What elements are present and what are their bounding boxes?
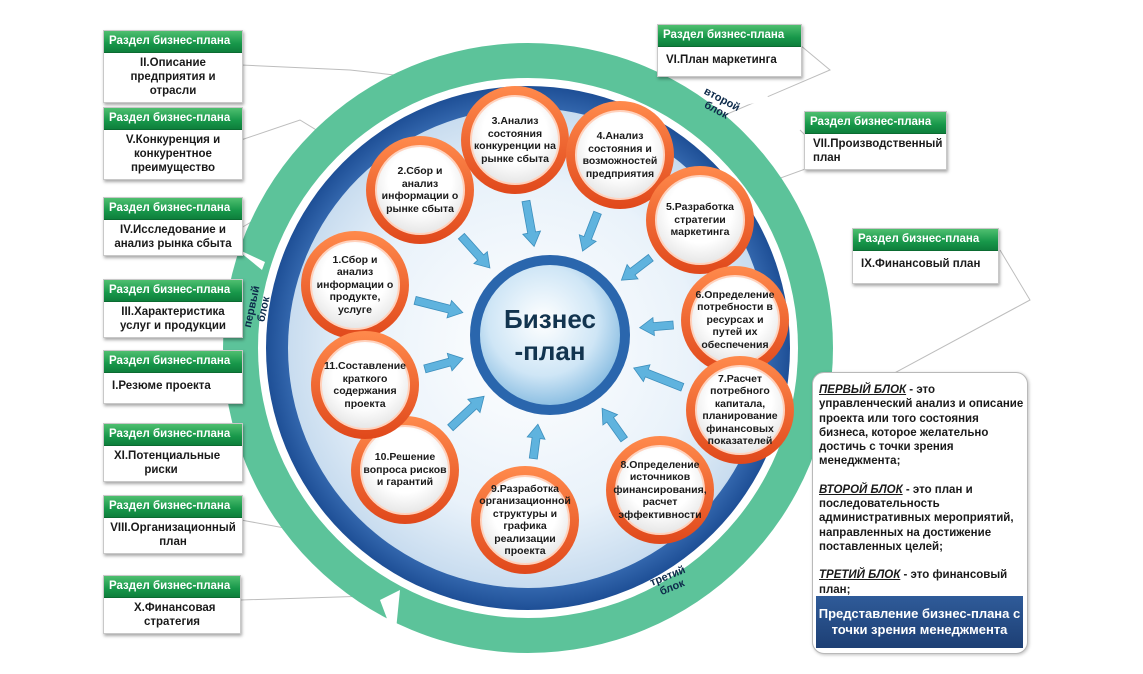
section-header: Раздел бизнес-плана: [104, 31, 242, 53]
section-card-I[interactable]: Раздел бизнес-плана I.Резюме проекта: [103, 350, 243, 404]
center-inner: [480, 265, 620, 405]
step-label-8: 8.Определение источников финансирования,…: [613, 458, 707, 521]
section-title: VIII.Организационный план: [110, 522, 236, 548]
step-label-10: 10.Решение вопроса рисков и гарантий: [363, 451, 447, 489]
step-node-face: [375, 145, 465, 235]
step-node-4: [566, 101, 674, 209]
section-header: Раздел бизнес-плана: [104, 424, 242, 446]
section-title: I.Резюме проекта: [112, 380, 211, 392]
section-title: IX.Финансовый план: [861, 258, 981, 270]
step-node-face: [480, 475, 570, 565]
step-label-6: 6.Определение потребности в ресурсах и п…: [695, 288, 775, 351]
step-node-face: [695, 365, 785, 455]
section-title: VII.Производственный план: [813, 138, 943, 164]
step-node-1: [301, 231, 409, 339]
step-node-face: [615, 445, 705, 535]
section-title: VI.План маркетинга: [666, 54, 777, 66]
arrow-4: [578, 210, 602, 252]
step-node-10: [351, 416, 459, 524]
arrow-10: [447, 395, 485, 432]
step-nodes: [301, 86, 794, 574]
info-second-key: ВТОРОЙ БЛОК: [819, 483, 903, 496]
arrow-7: [633, 364, 685, 392]
info-first-key: ПЕРВЫЙ БЛОК: [819, 384, 907, 396]
info-third-block: ТРЕТИЙ БЛОК - это финансовый план;: [819, 568, 1027, 597]
arrow-2: [457, 232, 491, 269]
step-label-5: 5.Разработка стратегии маркетинга: [666, 201, 734, 239]
section-header: Раздел бизнес-плана: [104, 351, 242, 373]
step-label-2: 2.Сбор и анализ информации о рынке сбыта: [381, 165, 459, 215]
info-banner: Представление бизнес-плана с точки зрени…: [816, 596, 1023, 648]
section-header: Раздел бизнес-плана: [104, 198, 242, 220]
arrow-1: [413, 296, 464, 319]
section-card-X[interactable]: Раздел бизнес-плана X.Финансовая стратег…: [103, 575, 241, 634]
section-card-IV[interactable]: Раздел бизнес-плана IV.Исследование и ан…: [103, 197, 243, 256]
step-node-face: [655, 175, 745, 265]
step-node-7: [686, 356, 794, 464]
step-node-face: [470, 95, 560, 185]
info-text: ПЕРВЫЙ БЛОК - это управленческий анализ …: [819, 383, 1027, 611]
section-card-VII[interactable]: Раздел бизнес-плана VII.Производственный…: [804, 111, 947, 170]
section-header: Раздел бизнес-плана: [104, 576, 240, 598]
step-node-face: [310, 240, 400, 330]
section-card-II[interactable]: Раздел бизнес-плана II.Описание предприя…: [103, 30, 243, 103]
arrow-11: [423, 352, 464, 374]
step-label-11: 11.Составление краткого содержания проек…: [323, 360, 407, 410]
section-card-XI[interactable]: Раздел бизнес-плана XI.Потенциальные рис…: [103, 423, 243, 482]
step-node-2: [366, 136, 474, 244]
section-title: II.Описание предприятия и отрасли: [130, 57, 216, 97]
section-header: Раздел бизнес-плана: [104, 108, 242, 130]
section-title: IV.Исследование и анализ рынка сбыта: [114, 224, 232, 250]
arrow-9: [526, 423, 546, 460]
step-node-8: [606, 436, 714, 544]
ring-gap-3: [380, 590, 400, 640]
step-node-face: [360, 425, 450, 515]
center-title-line2: -план: [514, 336, 586, 366]
step-label-3: 3.Анализ состояния конкуренции на рынке …: [474, 115, 556, 165]
section-card-VI[interactable]: Раздел бизнес-плана VI.План маркетинга: [657, 24, 802, 77]
section-header: Раздел бизнес-плана: [658, 25, 801, 47]
section-card-V[interactable]: Раздел бизнес-плана V.Конкуренция и конк…: [103, 107, 243, 180]
section-header: Раздел бизнес-плана: [853, 229, 998, 251]
step-node-face: [575, 110, 665, 200]
section-title: V.Конкуренция и конкурентное преимуществ…: [125, 134, 221, 174]
section-title: X.Финансовая стратегия: [134, 602, 216, 628]
info-second-text: - это план и последовательность админист…: [819, 483, 1014, 553]
info-first-text: - это управленческий анализ и описание п…: [819, 384, 1024, 468]
info-third-text: - это финансовый план;: [819, 569, 1008, 596]
ring-gap-2: [720, 85, 770, 110]
info-third-key: ТРЕТИЙ БЛОК: [819, 569, 901, 582]
section-card-VIII[interactable]: Раздел бизнес-плана VIII.Организационный…: [103, 495, 243, 554]
center-title-line1: Бизнес: [504, 304, 596, 334]
arrow-5: [620, 253, 654, 281]
step-label-1: 1.Сбор и анализ информации о продукте, у…: [316, 253, 394, 316]
step-node-9: [471, 466, 579, 574]
step-label-4: 4.Анализ состояния и возможностей предпр…: [582, 130, 658, 180]
section-header: Раздел бизнес-плана: [805, 112, 946, 134]
arrow-8: [601, 407, 628, 443]
step-label-7: 7.Расчет потребного капитала, планирован…: [702, 372, 778, 448]
section-title: XI.Потенциальные риски: [114, 450, 221, 476]
step-node-5: [646, 166, 754, 274]
arrow-6: [638, 316, 674, 337]
step-label-9: 9.Разработка организационной структуры и…: [479, 482, 571, 558]
section-card-IX[interactable]: Раздел бизнес-плана IX.Финансовый план: [852, 228, 999, 284]
info-first-block: ПЕРВЫЙ БЛОК - это управленческий анализ …: [819, 383, 1027, 469]
section-card-III[interactable]: Раздел бизнес-плана III.Характеристика у…: [103, 279, 243, 338]
center-title: Бизнес -план: [470, 295, 630, 375]
step-node-face: [320, 340, 410, 430]
step-node-11: [311, 331, 419, 439]
center-arrows: [413, 199, 685, 460]
arrow-3: [521, 199, 542, 248]
section-header: Раздел бизнес-плана: [104, 496, 242, 518]
info-panel: ПЕРВЫЙ БЛОК - это управленческий анализ …: [812, 372, 1028, 654]
step-node-3: [461, 86, 569, 194]
section-title: III.Характеристика услуг и продукции: [120, 306, 226, 332]
info-second-block: ВТОРОЙ БЛОК - это план и последовательно…: [819, 483, 1027, 554]
step-node-6: [681, 266, 789, 374]
section-header: Раздел бизнес-плана: [104, 280, 242, 302]
